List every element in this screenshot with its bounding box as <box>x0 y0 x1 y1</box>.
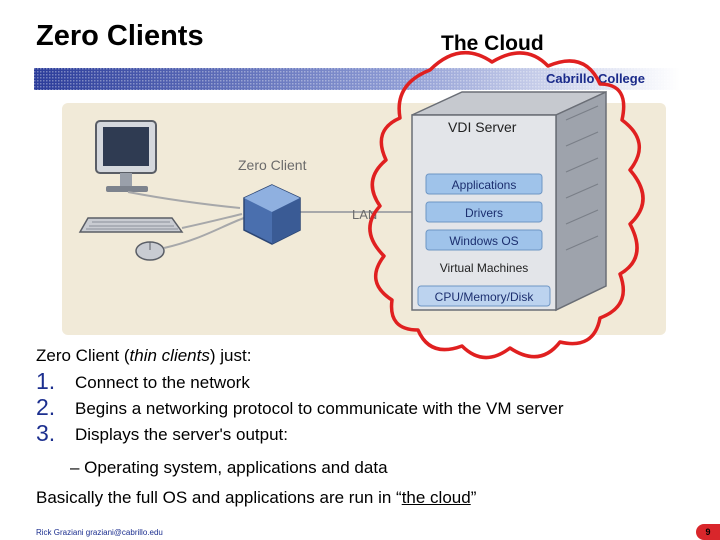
header-bar <box>34 68 680 90</box>
footer-author: Rick Graziani graziani@cabrillo.edu <box>36 528 163 537</box>
summary-end: ” <box>470 488 477 507</box>
list-text: Displays the server's output: <box>75 425 289 444</box>
summary-start: Basically the full OS and applications a… <box>36 488 402 507</box>
layer-virtual-machines: Virtual Machines <box>440 261 529 275</box>
cloud-title: The Cloud <box>441 32 544 55</box>
zero-client-box-icon <box>243 184 301 245</box>
cables <box>127 191 420 249</box>
layer-cpu-memory-disk: CPU/Memory/Disk <box>435 290 535 304</box>
layer-applications: Applications <box>452 178 517 192</box>
list-text: Connect to the network <box>75 373 250 392</box>
cloud-outline <box>368 50 645 360</box>
body-heading: Zero Client (thin clients) just: <box>36 346 251 366</box>
heading-end: ) just: <box>209 346 252 365</box>
server-title: VDI Server <box>448 119 517 135</box>
layer-drivers: Drivers <box>465 206 503 220</box>
page-number: 9 <box>696 524 720 540</box>
heading-start: Zero Client ( <box>36 346 130 365</box>
heading-italic: thin clients <box>129 346 210 365</box>
summary-line: Basically the full OS and applications a… <box>36 488 476 508</box>
summary-link[interactable]: the cloud <box>401 488 471 507</box>
list-number: 3. <box>36 420 56 446</box>
mouse-icon <box>135 241 165 261</box>
keyboard-icon <box>78 217 184 233</box>
layer-windows-os: Windows OS <box>449 234 518 248</box>
slide-title: Zero Clients <box>36 20 204 52</box>
monitor-icon <box>95 120 157 192</box>
zero-client-label: Zero Client <box>238 157 307 173</box>
sub-item: – Operating system, applications and dat… <box>70 458 388 477</box>
list-number: 1. <box>36 368 56 394</box>
vdi-server-icon <box>411 90 607 312</box>
list-text: Begins a networking protocol to communic… <box>75 399 564 418</box>
list-number: 2. <box>36 394 56 420</box>
